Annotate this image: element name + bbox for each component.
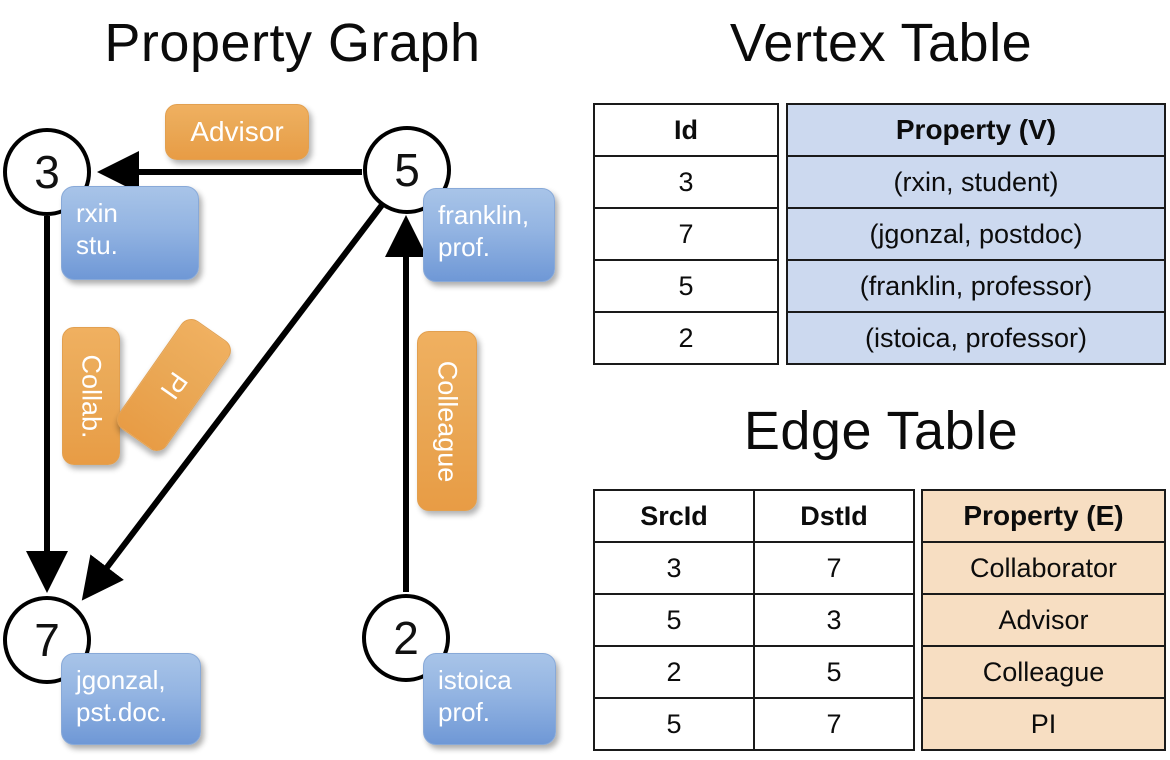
edge-label-collab: Collab. <box>62 327 120 465</box>
table-header-row: Property (E) <box>921 489 1166 543</box>
edge-label-advisor: Advisor <box>165 104 309 160</box>
vertex-cell-id: 3 <box>593 155 779 209</box>
table-header-row: Property (V) <box>786 103 1166 157</box>
table-row: Advisor <box>921 593 1166 647</box>
node-property-bubble-2: istoica prof. <box>423 653 556 745</box>
table-header-row: Id <box>593 103 779 157</box>
vertex-cell-property: (istoica, professor) <box>786 311 1166 365</box>
edge-label-pi-text: PI <box>154 366 195 405</box>
table-row: Colleague <box>921 645 1166 699</box>
graph-edges-svg <box>26 151 427 601</box>
table-row: 5 3 <box>593 593 915 647</box>
edge-table-property-column: Property (E) Collaborator Advisor Collea… <box>921 489 1166 751</box>
table-row: (jgonzal, postdoc) <box>786 207 1166 261</box>
table-row: 5 <box>593 259 779 313</box>
vertex-header-id: Id <box>593 103 779 157</box>
table-row: (franklin, professor) <box>786 259 1166 313</box>
vertex-cell-property: (rxin, student) <box>786 155 1166 209</box>
edge-cell-property: Advisor <box>921 593 1166 647</box>
edge-label-colleague-text: Colleague <box>432 360 463 482</box>
property-graph-diagram: 3 5 7 2 rxin stu. franklin, prof. jgonza… <box>3 104 556 745</box>
page-title-vertex-table: Vertex Table <box>729 13 1033 73</box>
graph-node-3-label: 3 <box>34 146 60 198</box>
table-header-row: SrcId DstId <box>593 489 915 543</box>
page-title-property-graph: Property Graph <box>104 13 481 73</box>
edge-cell-srcid: 3 <box>593 541 755 595</box>
edge-cell-dstid: 5 <box>753 645 915 699</box>
graph-node-7-label: 7 <box>34 614 60 666</box>
table-row: PI <box>921 697 1166 751</box>
edge-cell-dstid: 7 <box>753 697 915 751</box>
node-property-bubble-3: rxin stu. <box>61 186 199 280</box>
edge-label-colleague: Colleague <box>417 331 477 511</box>
graph-node-2[interactable]: 2 <box>362 594 450 682</box>
vertex-table-id-column: Id 3 7 5 2 <box>593 103 779 365</box>
vertex-cell-property: (jgonzal, postdoc) <box>786 207 1166 261</box>
edge-cell-srcid: 5 <box>593 593 755 647</box>
node-property-bubble-7: jgonzal, pst.doc. <box>61 653 201 745</box>
vertex-cell-property: (franklin, professor) <box>786 259 1166 313</box>
edge-table-id-columns: SrcId DstId 3 7 5 3 2 5 5 7 <box>593 489 915 751</box>
table-row: 2 <box>593 311 779 365</box>
edge-cell-srcid: 5 <box>593 697 755 751</box>
graph-node-5[interactable]: 5 <box>363 126 451 214</box>
table-row: 2 5 <box>593 645 915 699</box>
vertex-table-property-column: Property (V) (rxin, student) (jgonzal, p… <box>786 103 1166 365</box>
table-row: 5 7 <box>593 697 915 751</box>
edge-cell-dstid: 3 <box>753 593 915 647</box>
edge-label-collab-text: Collab. <box>76 353 107 439</box>
edge-header-srcid: SrcId <box>593 489 755 543</box>
edge-header-dstid: DstId <box>753 489 915 543</box>
edge-header-property: Property (E) <box>921 489 1166 543</box>
table-row: Collaborator <box>921 541 1166 595</box>
edge-cell-srcid: 2 <box>593 645 755 699</box>
vertex-cell-id: 5 <box>593 259 779 313</box>
edge-cell-property: Colleague <box>921 645 1166 699</box>
node-property-bubble-5: franklin, prof. <box>423 188 555 282</box>
table-row: 7 <box>593 207 779 261</box>
edge-cell-dstid: 7 <box>753 541 915 595</box>
vertex-cell-id: 7 <box>593 207 779 261</box>
edge-5-to-7-pi <box>81 203 385 601</box>
edge-cell-property: PI <box>921 697 1166 751</box>
table-row: 3 <box>593 155 779 209</box>
table-row: (istoica, professor) <box>786 311 1166 365</box>
vertex-cell-id: 2 <box>593 311 779 365</box>
table-row: 3 7 <box>593 541 915 595</box>
edge-cell-property: Collaborator <box>921 541 1166 595</box>
vertex-header-property: Property (V) <box>786 103 1166 157</box>
page-title-edge-table: Edge Table <box>743 401 1019 461</box>
graph-node-2-label: 2 <box>393 612 419 664</box>
graph-node-5-label: 5 <box>394 144 420 196</box>
table-row: (rxin, student) <box>786 155 1166 209</box>
